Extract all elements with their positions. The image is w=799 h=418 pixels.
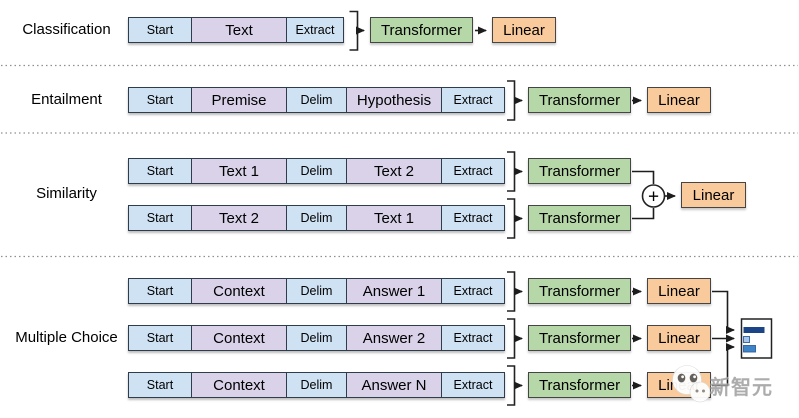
sum-node bbox=[641, 184, 666, 208]
token-answer2: Answer 2 bbox=[346, 326, 441, 350]
token-delim: Delim bbox=[286, 159, 346, 183]
token-start: Start bbox=[129, 279, 191, 303]
bracket bbox=[349, 10, 359, 51]
linear-box: Linear bbox=[647, 278, 711, 304]
row-label-similarity: Similarity bbox=[36, 185, 97, 202]
connector bbox=[632, 208, 655, 220]
token-text1: Text 1 bbox=[346, 206, 441, 230]
token-extract: Extract bbox=[441, 159, 504, 183]
transformer-box: Transformer bbox=[528, 87, 631, 113]
token-start: Start bbox=[129, 206, 191, 230]
token-extract: Extract bbox=[441, 88, 504, 112]
transformer-box: Transformer bbox=[528, 205, 631, 231]
sum-sign: + bbox=[648, 187, 659, 208]
bracket bbox=[507, 151, 516, 192]
token-extract: Extract bbox=[286, 18, 343, 42]
token-extract: Extract bbox=[441, 373, 504, 397]
token-sequence-entailment: Start Premise Delim Hypothesis Extract bbox=[128, 87, 505, 113]
token-start: Start bbox=[129, 326, 191, 350]
bracket bbox=[507, 198, 516, 239]
bracket bbox=[507, 365, 516, 406]
token-delim: Delim bbox=[286, 206, 346, 230]
token-start: Start bbox=[129, 373, 191, 397]
connector bbox=[712, 290, 735, 334]
token-extract: Extract bbox=[441, 326, 504, 350]
token-sequence-classification: Start Text Extract bbox=[128, 17, 344, 43]
token-context: Context bbox=[191, 326, 286, 350]
token-hypothesis: Hypothesis bbox=[346, 88, 441, 112]
linear-box: Linear bbox=[647, 372, 711, 398]
token-text2: Text 2 bbox=[191, 206, 286, 230]
token-start: Start bbox=[129, 88, 191, 112]
transformer-box: Transformer bbox=[528, 372, 631, 398]
transformer-box: Transformer bbox=[370, 17, 473, 43]
connector bbox=[712, 343, 735, 387]
row-label-multiple-choice: Multiple Choice bbox=[15, 329, 118, 346]
token-text: Text bbox=[191, 18, 286, 42]
token-sequence-multiple-choice-c: Start Context Delim Answer N Extract bbox=[128, 372, 505, 398]
token-delim: Delim bbox=[286, 88, 346, 112]
token-delim: Delim bbox=[286, 279, 346, 303]
token-start: Start bbox=[129, 18, 191, 42]
token-premise: Premise bbox=[191, 88, 286, 112]
token-context: Context bbox=[191, 373, 286, 397]
token-context: Context bbox=[191, 279, 286, 303]
linear-box: Linear bbox=[492, 17, 556, 43]
bracket bbox=[507, 80, 516, 121]
token-answer1: Answer 1 bbox=[346, 279, 441, 303]
token-delim: Delim bbox=[286, 373, 346, 397]
token-sequence-multiple-choice-a: Start Context Delim Answer 1 Extract bbox=[128, 278, 505, 304]
token-text2: Text 2 bbox=[346, 159, 441, 183]
bracket bbox=[507, 271, 516, 312]
connector bbox=[632, 170, 655, 184]
transformer-box: Transformer bbox=[528, 325, 631, 351]
probability-bar bbox=[743, 336, 750, 343]
probability-bar bbox=[743, 327, 765, 333]
token-answerN: Answer N bbox=[346, 373, 441, 397]
token-delim: Delim bbox=[286, 326, 346, 350]
row-label-classification: Classification bbox=[22, 21, 111, 38]
bracket bbox=[507, 318, 516, 359]
token-extract: Extract bbox=[441, 279, 504, 303]
token-sequence-multiple-choice-b: Start Context Delim Answer 2 Extract bbox=[128, 325, 505, 351]
transformer-box: Transformer bbox=[528, 158, 631, 184]
linear-box: Linear bbox=[647, 87, 711, 113]
token-text1: Text 1 bbox=[191, 159, 286, 183]
token-start: Start bbox=[129, 159, 191, 183]
linear-box: Linear bbox=[647, 325, 711, 351]
transformer-box: Transformer bbox=[528, 278, 631, 304]
linear-box: Linear bbox=[681, 182, 746, 208]
token-extract: Extract bbox=[441, 206, 504, 230]
token-sequence-similarity-b: Start Text 2 Delim Text 1 Extract bbox=[128, 205, 505, 231]
row-label-entailment: Entailment bbox=[31, 91, 102, 108]
probability-bar bbox=[743, 345, 756, 353]
token-sequence-similarity-a: Start Text 1 Delim Text 2 Extract bbox=[128, 158, 505, 184]
